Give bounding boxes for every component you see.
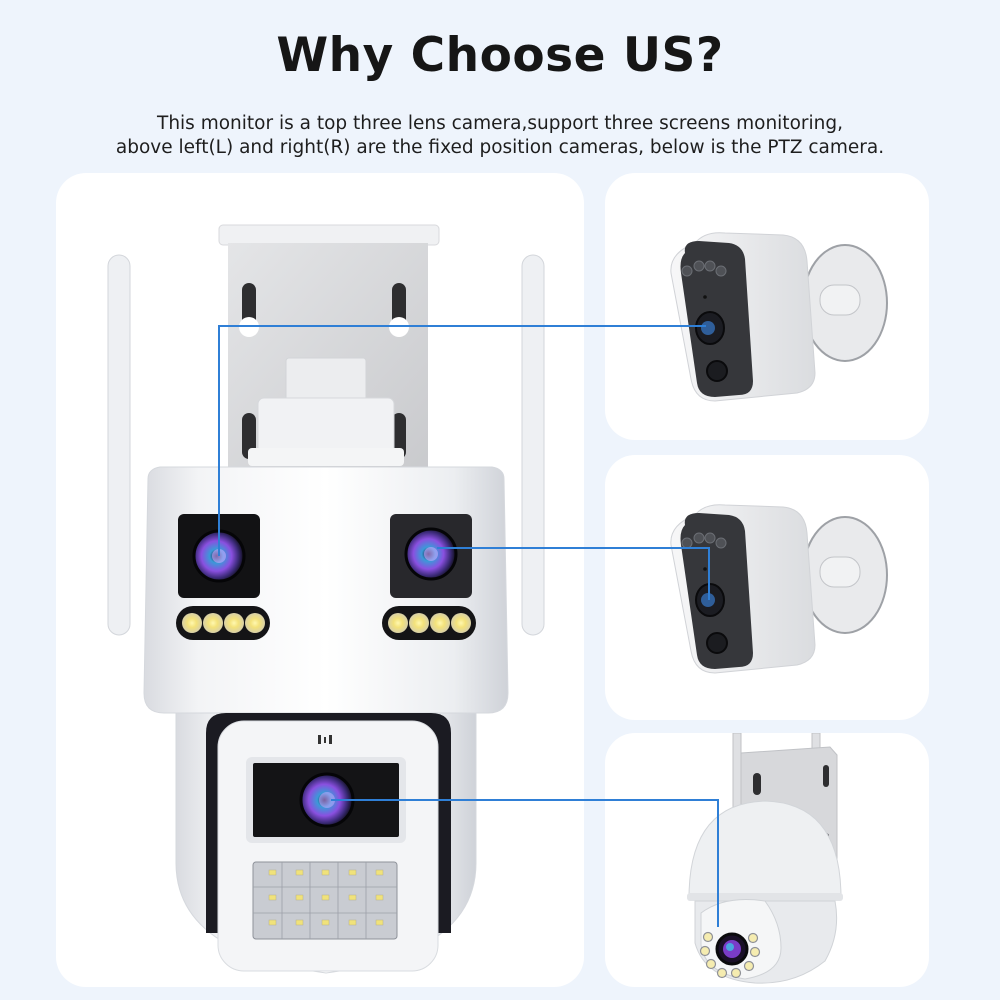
subtitle-line-1: This monitor is a top three lens camera,… bbox=[157, 113, 843, 134]
subtitle-line-2: above left(L) and right(R) are the fixed… bbox=[115, 137, 885, 158]
three-lens-camera-image bbox=[107, 224, 545, 974]
ptz-view-panel bbox=[605, 733, 929, 987]
page-title: Why Choose US? bbox=[276, 28, 724, 83]
page-subtitle: This monitor is a top three lens camera,… bbox=[0, 112, 1000, 160]
floodlight-grid bbox=[252, 861, 398, 940]
ptz-dome-camera-icon bbox=[687, 733, 843, 984]
main-product-panel bbox=[56, 173, 584, 987]
antenna-left bbox=[107, 254, 131, 636]
fixed-right-view-panel bbox=[605, 455, 929, 720]
bullet-camera-icon bbox=[670, 504, 888, 674]
antenna-right bbox=[521, 254, 545, 636]
fixed-left-view-panel bbox=[605, 173, 929, 440]
bullet-camera-icon bbox=[670, 232, 888, 402]
